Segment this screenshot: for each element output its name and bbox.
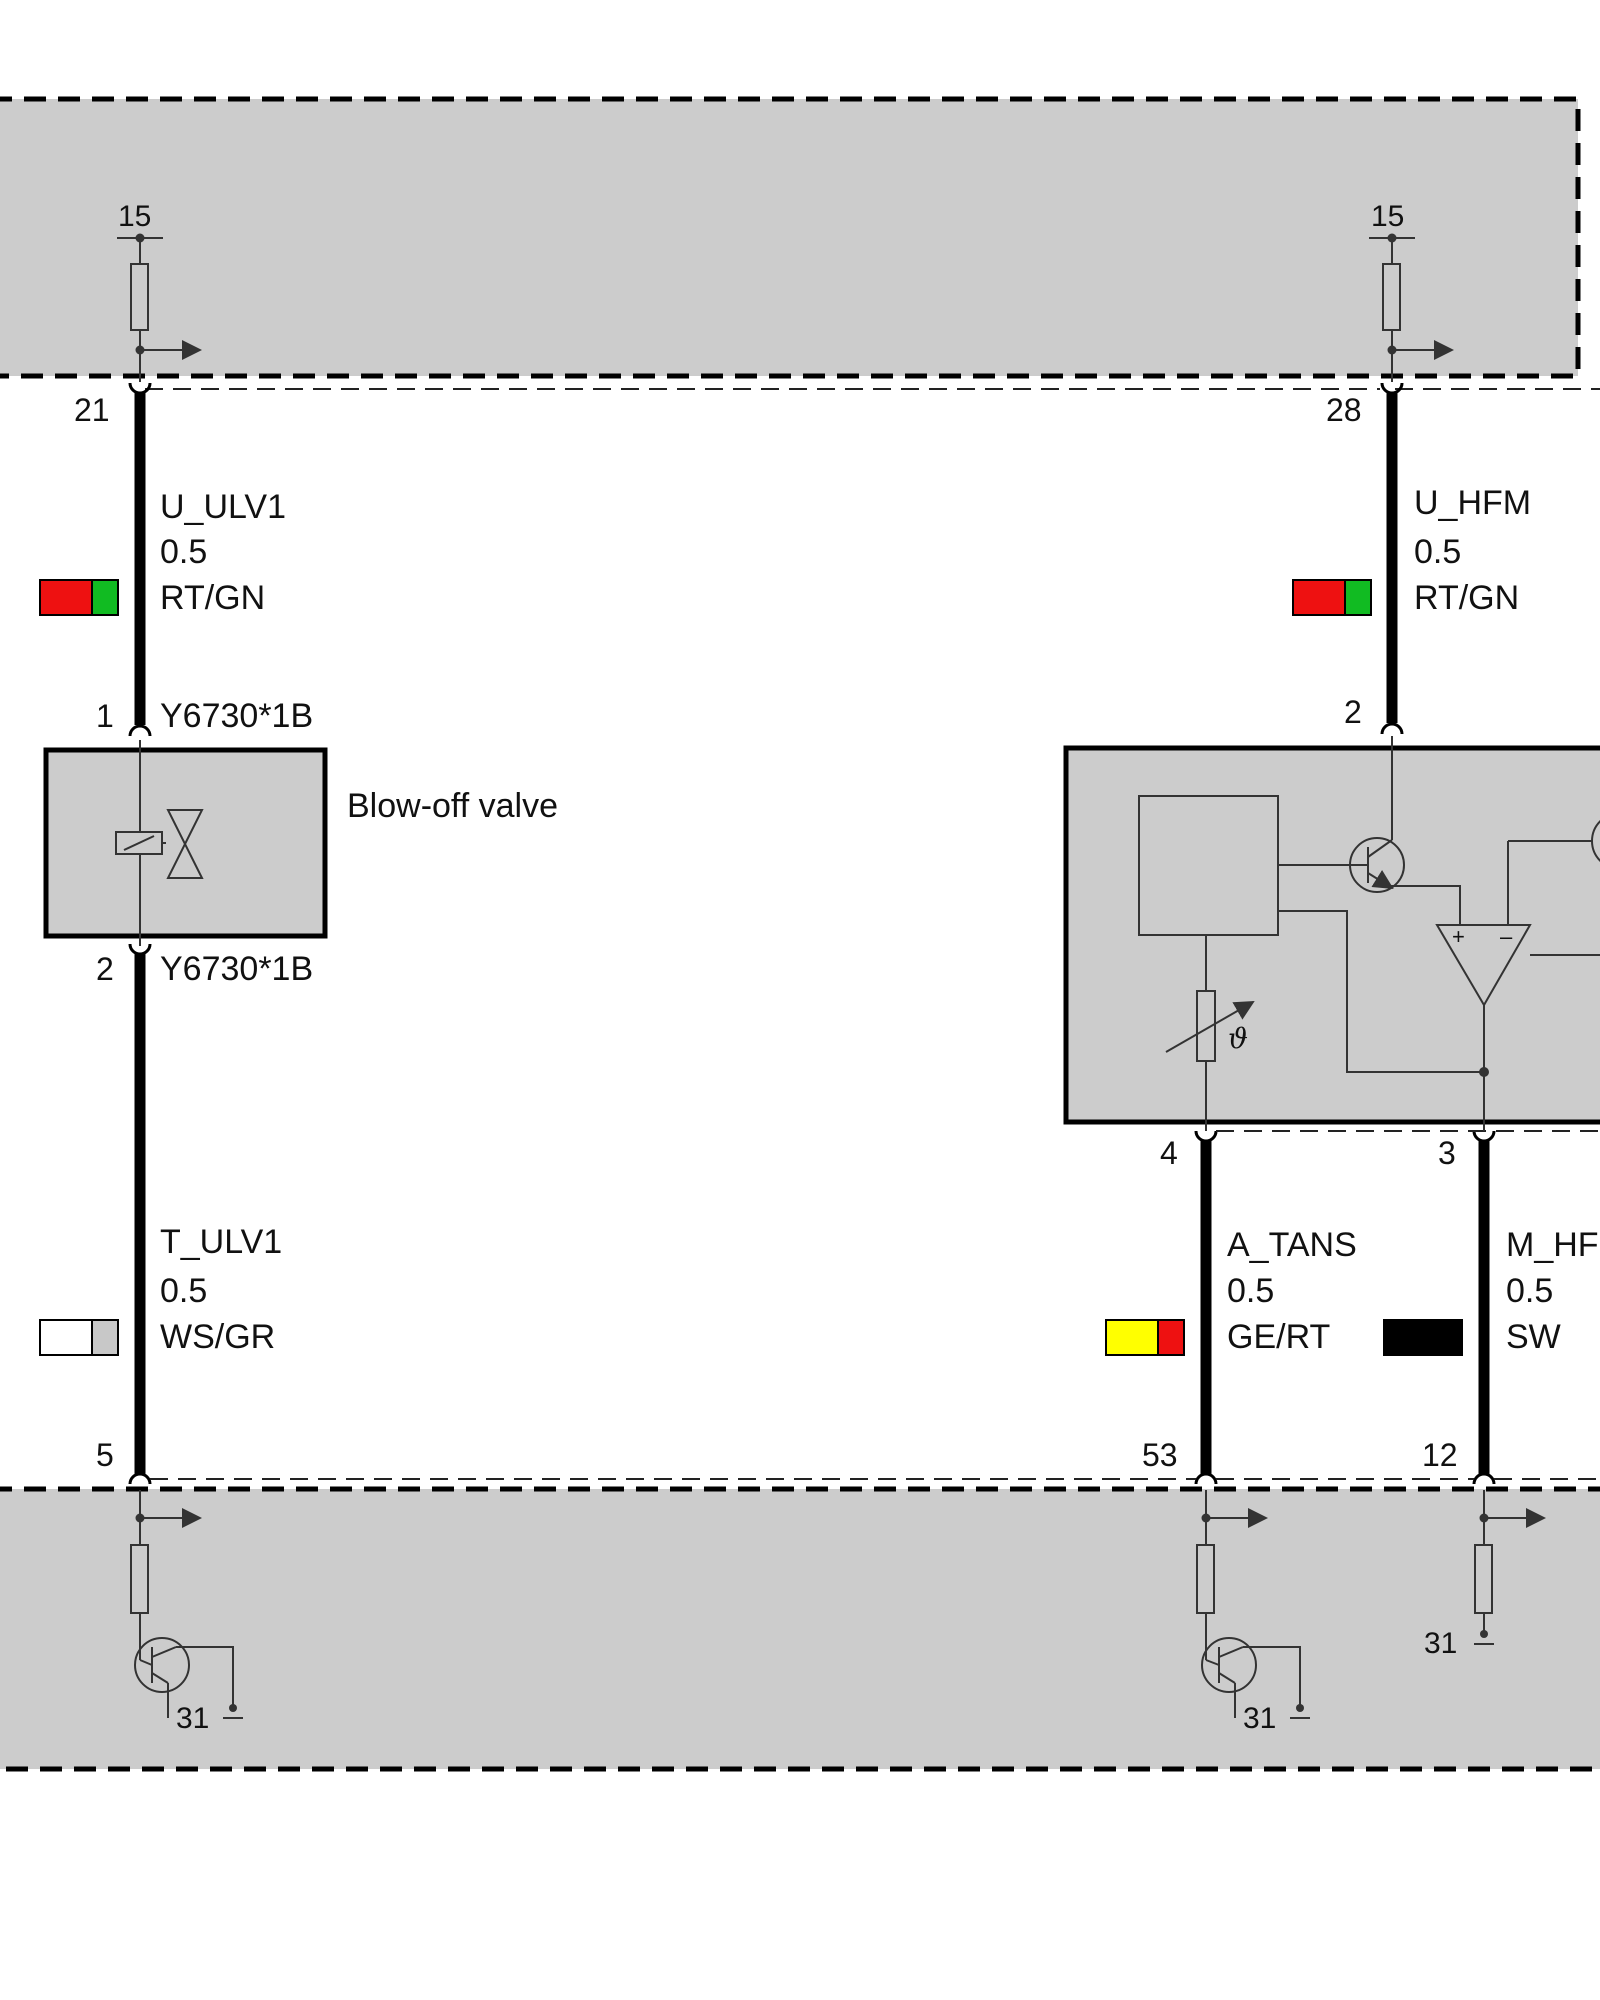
signal-u-ulv1: U_ULV1 [160, 488, 286, 526]
connector-y6730-bottom: Y6730*1B [160, 950, 313, 988]
transistor-icon [134, 1637, 190, 1693]
signal-t-ulv1: T_ULV1 [160, 1223, 282, 1261]
signal-a-tans: A_TANS [1227, 1226, 1357, 1264]
wire-size-a-tans: 0.5 [1227, 1272, 1274, 1310]
bottom-right-input-circuit [1474, 1490, 1546, 1645]
color-swatch-rt-gn [39, 579, 119, 616]
top-right-pullup-circuit [1369, 233, 1454, 382]
wire-t-ulv1 [128, 943, 152, 1485]
wire-a-tans [1194, 1130, 1218, 1485]
pin-3: 3 [1438, 1135, 1456, 1171]
valve-name: Blow-off valve [347, 787, 558, 825]
bottom-mid-driver-circuit [1196, 1490, 1310, 1719]
op-amp-minus: – [1500, 924, 1513, 949]
signal-u-hfm: U_HFM [1414, 484, 1531, 522]
terminal-15-left: 15 [118, 200, 151, 233]
theta-symbol: ϑ [1228, 1022, 1248, 1055]
terminal-15-right: 15 [1371, 200, 1404, 233]
pin-4: 4 [1160, 1135, 1178, 1171]
valve-icon [166, 809, 204, 879]
ground-31-mid: 31 [1243, 1702, 1276, 1735]
pin-21: 21 [74, 392, 110, 428]
pin-1: 1 [96, 698, 114, 734]
wire-m-hf [1472, 1130, 1496, 1485]
color-code-u-ulv1: RT/GN [160, 579, 265, 617]
color-swatch-ws-gr [39, 1319, 119, 1356]
color-swatch-ge-rt [1105, 1319, 1185, 1356]
signal-m-hf: M_HF [1506, 1226, 1599, 1264]
color-code-m-hf: SW [1506, 1318, 1561, 1356]
pin-5: 5 [96, 1437, 114, 1473]
wire-size-u-hfm: 0.5 [1414, 533, 1461, 571]
air-mass-sensor: + – ϑ [1063, 736, 1600, 1132]
connector-y6730-top: Y6730*1B [160, 697, 313, 735]
wire-u-hfm [1380, 382, 1404, 735]
transistor-icon [1201, 1637, 1257, 1693]
pullup-resistor [1382, 263, 1401, 331]
pin-2-valve: 2 [96, 951, 114, 987]
bottom-left-driver-circuit [130, 1490, 243, 1719]
color-swatch-rt-gn [1292, 579, 1372, 616]
op-amp-icon [1435, 924, 1532, 1007]
wire-size-m-hf: 0.5 [1506, 1272, 1553, 1310]
pin-2-hfm: 2 [1344, 694, 1362, 730]
pin-53: 53 [1142, 1437, 1178, 1473]
pin-12: 12 [1422, 1437, 1458, 1473]
color-code-a-tans: GE/RT [1227, 1318, 1330, 1356]
ground-31-right: 31 [1424, 1627, 1457, 1660]
op-amp-plus: + [1452, 924, 1465, 949]
color-swatch-sw [1383, 1319, 1463, 1356]
wire-u-ulv1 [128, 382, 152, 737]
blow-off-valve [43, 740, 328, 946]
color-code-u-hfm: RT/GN [1414, 579, 1519, 617]
wire-size-u-ulv1: 0.5 [160, 533, 207, 571]
pin-28: 28 [1326, 392, 1362, 428]
top-control-module: 15 15 [0, 96, 1600, 390]
wire-size-t-ulv1: 0.5 [160, 1272, 207, 1310]
sensor-electronics-block [1138, 795, 1279, 936]
pullup-resistor [130, 263, 149, 331]
color-code-t-ulv1: WS/GR [160, 1318, 275, 1356]
top-left-pullup-circuit [117, 233, 202, 382]
bottom-control-module: 31 31 [0, 1478, 1600, 1772]
ground-31-left: 31 [176, 1702, 209, 1735]
